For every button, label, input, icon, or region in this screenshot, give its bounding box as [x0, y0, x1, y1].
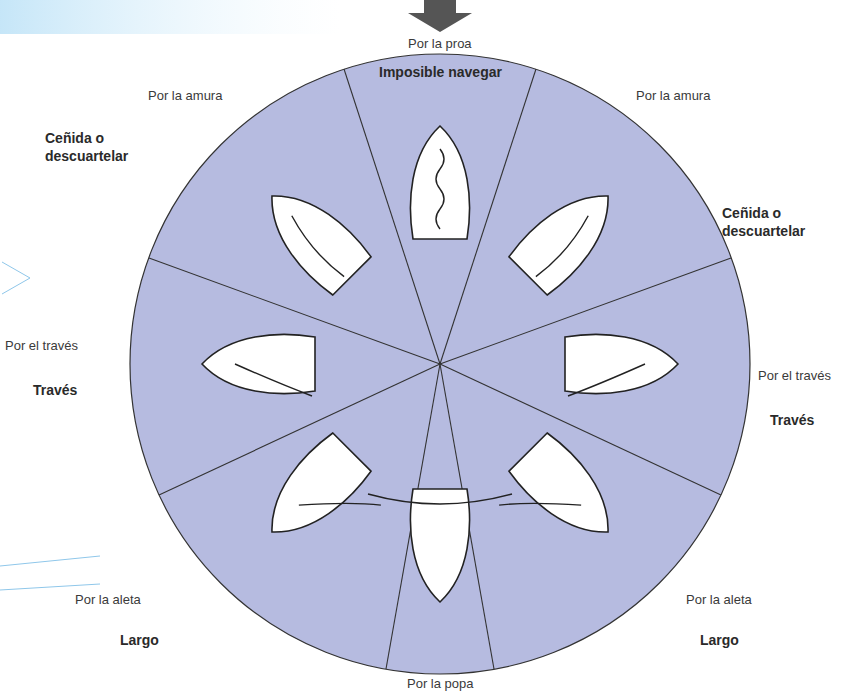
- wind-direction-label: Por la amura: [148, 88, 222, 104]
- wind-direction-label: Por el través: [5, 338, 78, 354]
- sail-point-name: Largo: [700, 632, 739, 650]
- sail-point-name: Ceñida o descuartelar: [45, 130, 163, 165]
- wind-direction-label: Por el través: [758, 368, 831, 384]
- sail-point-name: Través: [33, 382, 77, 400]
- sail-point-name: Largo: [120, 632, 159, 650]
- wind-direction-label: Por la aleta: [686, 592, 752, 608]
- header-band: [0, 0, 340, 34]
- sail-point-name: Imposible navegar: [379, 64, 502, 82]
- sector-circle: [130, 54, 750, 674]
- side-lines: [0, 556, 100, 590]
- side-mark: [2, 262, 30, 294]
- wind-arrow: [408, 0, 472, 32]
- sail-point-name: Través: [770, 412, 814, 430]
- boats: [202, 126, 678, 602]
- wind-direction-label: Por la proa: [408, 36, 472, 52]
- wind-direction-label: Por la popa: [407, 676, 474, 692]
- wind-direction-label: Por la aleta: [75, 592, 141, 608]
- sector-lines: [149, 69, 731, 669]
- sail-point-name: Ceñida o descuartelar: [722, 205, 840, 240]
- wind-direction-label: Por la amura: [636, 88, 710, 104]
